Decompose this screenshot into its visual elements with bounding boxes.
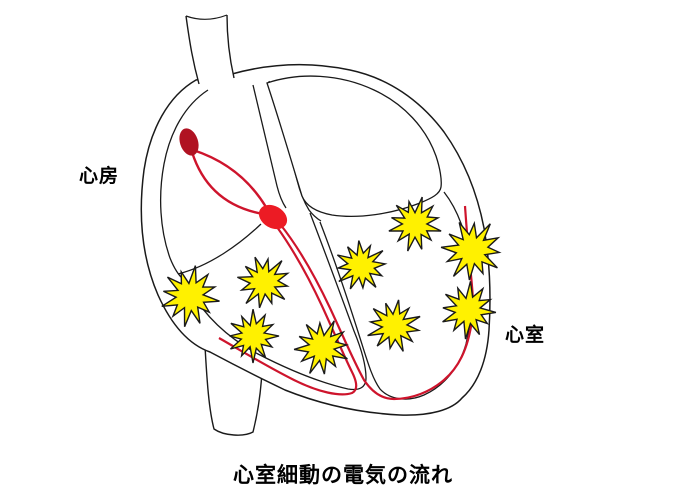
fibrillation-starburst (237, 256, 290, 309)
starburst-layer (161, 196, 502, 375)
fibrillation-starburst (440, 220, 502, 281)
atrium-floor-line (177, 223, 262, 275)
left-atrium-chamber (266, 75, 442, 217)
fibrillation-starburst (161, 265, 220, 327)
superior-vessel-right-edge (226, 14, 235, 79)
superior-vessel-top-edge (185, 14, 228, 20)
septum-wall-line-left (252, 84, 287, 209)
fibrillation-starburst (388, 196, 442, 252)
bundle-left-branch (218, 226, 358, 396)
atrium-inner-wall-line (159, 89, 209, 281)
internodal-pathway-upper (192, 148, 268, 208)
fibrillation-starburst (229, 309, 280, 364)
ventricle-label: 心室 (505, 325, 546, 346)
fibrillation-starburst (335, 240, 388, 291)
superior-vessel-fill (186, 15, 234, 84)
internodal-pathway-lower (190, 151, 264, 216)
superior-vessel (185, 14, 235, 85)
av-node (258, 204, 288, 230)
superior-vessel-left-edge (185, 15, 200, 85)
fibrillation-starburst (367, 299, 422, 352)
fibrillation-starburst (293, 320, 349, 375)
sa-node (179, 128, 199, 156)
atrium-label: 心房 (79, 166, 120, 187)
fibrillation-starburst (442, 281, 497, 340)
diagram-title: 心室細動の電気の流れ (233, 464, 453, 487)
